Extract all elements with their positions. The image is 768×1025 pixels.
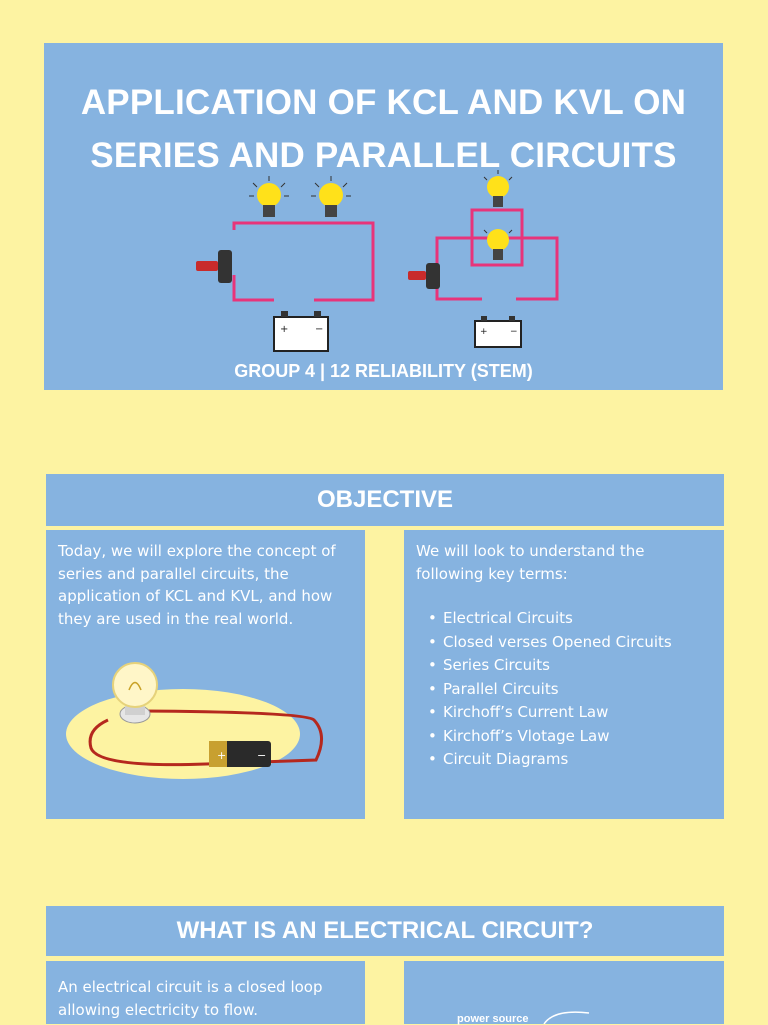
- group-subtitle: GROUP 4 | 12 RELIABILITY (STEM): [234, 361, 533, 381]
- circuit-definition-card: An electrical circuit is a closed loop a…: [46, 961, 365, 1024]
- circuit-illustrations: + −: [196, 170, 559, 352]
- list-item: Closed verses Opened Circuits: [428, 631, 672, 655]
- objective-intro-text: Today, we will explore the concept of se…: [58, 542, 336, 628]
- circuit-definition-text: An electrical circuit is a closed loop a…: [58, 978, 323, 1019]
- list-item: Kirchoff’s Vlotage Law: [428, 725, 672, 749]
- hero-banner: APPLICATION OF KCL AND KVL ON SERIES AND…: [44, 43, 723, 390]
- list-item: Electrical Circuits: [428, 607, 672, 631]
- bulb-icon: [483, 229, 513, 260]
- parallel-circuit-diagram: + −: [408, 170, 559, 348]
- svg-text:−: −: [510, 327, 518, 337]
- bulb-icon: [311, 176, 351, 217]
- bulb-icon: [483, 170, 513, 207]
- page-title: APPLICATION OF KCL AND KVL ON SERIES AND…: [44, 76, 723, 182]
- svg-text:−: −: [257, 749, 266, 762]
- list-item: Series Circuits: [428, 654, 672, 678]
- switch-icon: [196, 250, 232, 283]
- key-terms-intro: We will look to understand the following…: [416, 542, 645, 583]
- list-item: Parallel Circuits: [428, 678, 672, 702]
- objective-terms-card: We will look to understand the following…: [404, 530, 724, 819]
- objective-intro-card: Today, we will explore the concept of se…: [46, 530, 365, 819]
- battery-icon: + −: [209, 741, 271, 767]
- svg-text:+: +: [217, 749, 226, 762]
- bulb-icon: [249, 176, 289, 217]
- simple-circuit-illustration: + −: [66, 662, 323, 779]
- battery-icon: + −: [273, 311, 329, 352]
- objective-heading: OBJECTIVE: [46, 474, 724, 526]
- svg-text:+: +: [480, 327, 488, 337]
- wire: [88, 709, 323, 767]
- light-bulb-icon: [112, 662, 158, 724]
- electrical-circuit-heading: WHAT IS AN ELECTRICAL CIRCUIT?: [46, 906, 724, 956]
- title-line-1: APPLICATION OF KCL AND KVL ON: [80, 83, 687, 122]
- svg-text:+: +: [280, 324, 288, 335]
- battery-icon: + −: [474, 316, 522, 348]
- svg-text:−: −: [315, 324, 323, 335]
- diagram-arc: [543, 1011, 590, 1024]
- list-item: Circuit Diagrams: [428, 748, 672, 772]
- list-item: Kirchoff’s Current Law: [428, 701, 672, 725]
- title-line-2: SERIES AND PARALLEL CIRCUITS: [90, 136, 677, 175]
- switch-icon: [408, 263, 440, 289]
- key-terms-list: Electrical Circuits Closed verses Opened…: [428, 607, 672, 772]
- power-source-label: power source: [457, 1013, 529, 1025]
- circuit-diagram-card: power source: [404, 961, 724, 1025]
- series-circuit-diagram: + −: [196, 176, 375, 352]
